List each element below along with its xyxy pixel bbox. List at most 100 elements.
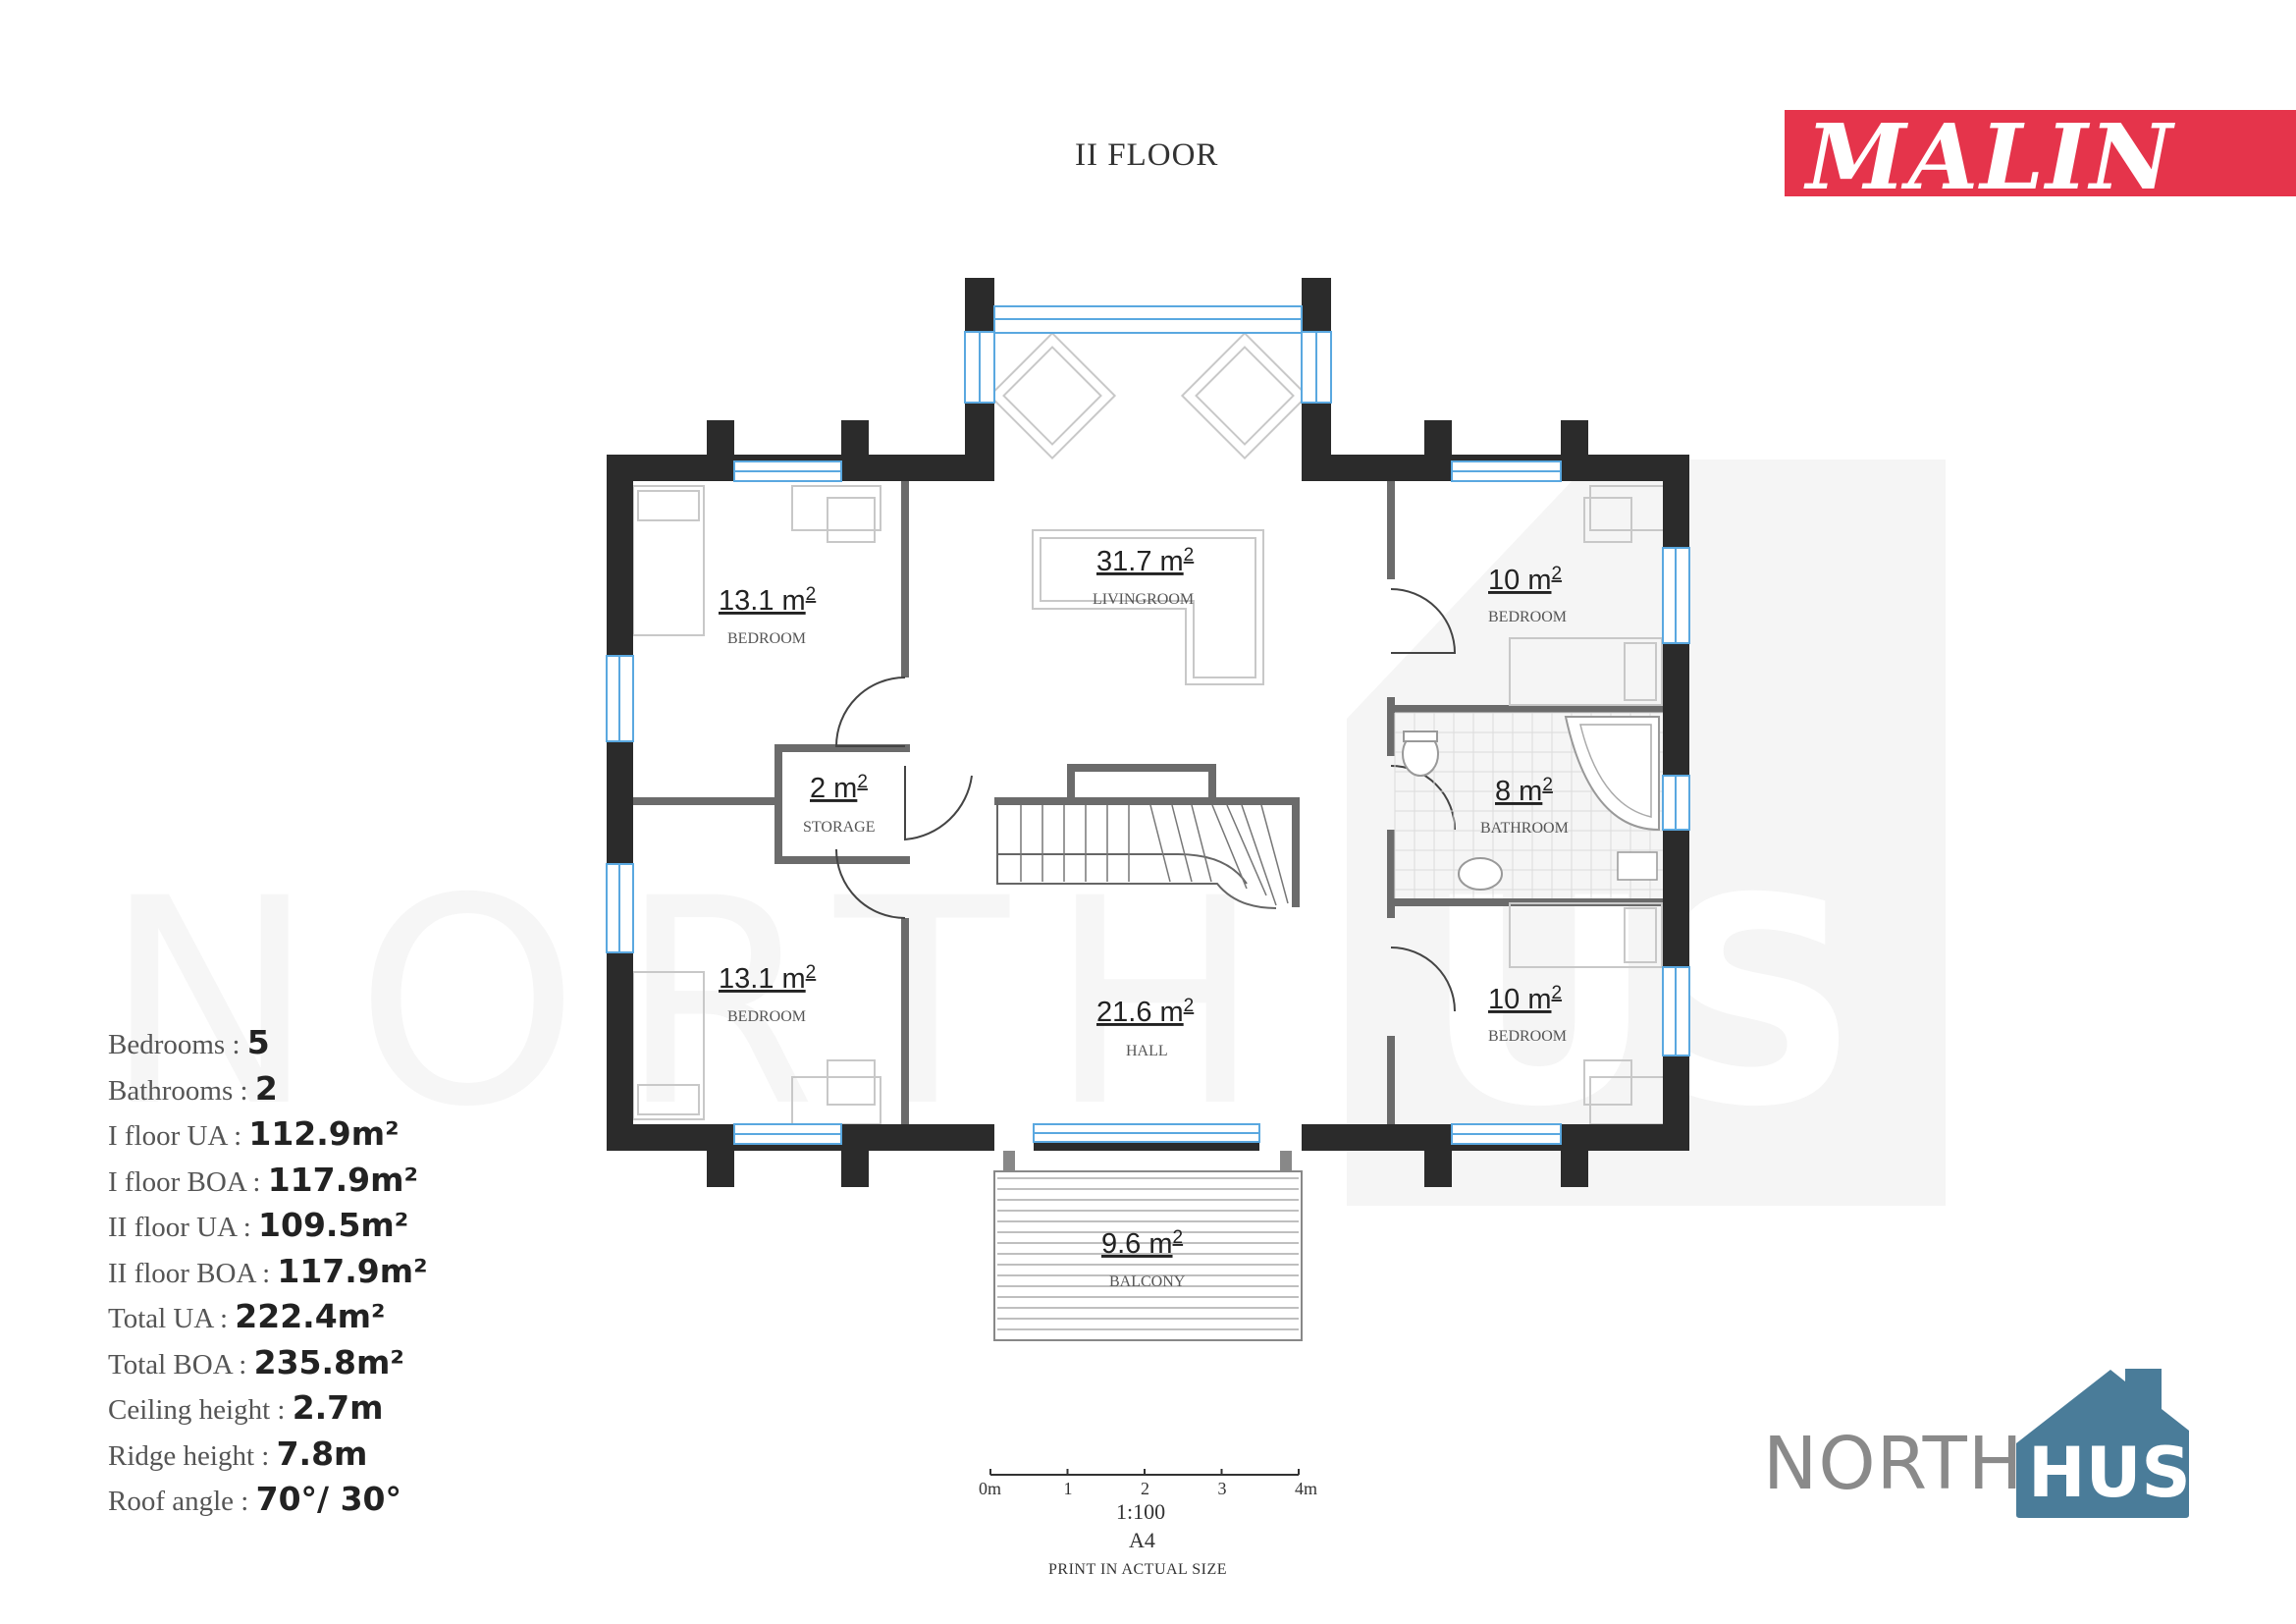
room-area: 13.1 m bbox=[719, 963, 806, 995]
room-bedroom-se: 10 m2 BEDROOM bbox=[1488, 983, 1567, 1045]
spec-value: 117.9m² bbox=[277, 1251, 428, 1290]
spec-label: Ceiling height : bbox=[108, 1394, 293, 1426]
svg-text:10 m2: 10 m2 bbox=[1488, 564, 1562, 596]
spec-value: 117.9m² bbox=[267, 1160, 418, 1199]
room-label: LIVINGROOM bbox=[1093, 591, 1194, 608]
spec-value: 7.8m bbox=[276, 1434, 368, 1473]
spec-label: Bathrooms : bbox=[108, 1074, 255, 1107]
brand-banner: MALIN bbox=[1785, 104, 2296, 210]
scale-tick-label: 4m bbox=[1295, 1479, 1317, 1498]
spec-label: Roof angle : bbox=[108, 1486, 256, 1517]
spec-row: Ceiling height : 2.7m bbox=[108, 1388, 428, 1435]
spec-row: Bedrooms : 5 bbox=[108, 1023, 428, 1069]
room-bedroom-sw: 13.1 m2 BEDROOM bbox=[719, 962, 816, 1025]
spec-label: Total UA : bbox=[108, 1303, 236, 1334]
room-balcony: 9.6 m2 BALCONY bbox=[1101, 1227, 1186, 1290]
balcony bbox=[993, 1129, 1303, 1341]
spec-row: I floor BOA : 117.9m² bbox=[108, 1161, 428, 1207]
room-bedroom-ne: 10 m2 BEDROOM bbox=[1488, 564, 1567, 625]
room-livingroom: 31.7 m2 LIVINGROOM bbox=[1093, 545, 1194, 608]
spec-value: 235.8m² bbox=[253, 1342, 404, 1381]
furniture bbox=[632, 331, 1666, 1125]
sofa bbox=[1032, 529, 1264, 685]
room-area: 9.6 m bbox=[1101, 1228, 1173, 1260]
room-bedroom-nw: 13.1 m2 BEDROOM bbox=[719, 584, 816, 647]
spec-row: Ridge height : 7.8m bbox=[108, 1435, 428, 1481]
spec-label: Total BOA : bbox=[108, 1348, 254, 1380]
room-area: 10 m bbox=[1488, 984, 1551, 1015]
room-area: 2 m bbox=[810, 773, 857, 804]
spec-value: 222.4m² bbox=[235, 1297, 386, 1335]
staircase bbox=[996, 800, 1289, 909]
svg-text:13.1 m2: 13.1 m2 bbox=[719, 584, 816, 617]
logo-north: NORTH bbox=[1763, 1422, 2024, 1506]
door-storage bbox=[904, 766, 973, 841]
room-hall: 21.6 m2 HALL bbox=[1096, 996, 1194, 1059]
svg-text:8 m2: 8 m2 bbox=[1495, 775, 1553, 807]
spec-label: Ridge height : bbox=[108, 1439, 277, 1472]
interior-walls bbox=[633, 481, 1670, 1124]
desk-nw bbox=[791, 485, 881, 531]
room-labels: 13.1 m2 BEDROOM 31.7 m2 LIVINGROOM 10 m2… bbox=[719, 545, 1569, 1290]
spec-label: I floor BOA : bbox=[108, 1165, 268, 1198]
svg-text:10 m2: 10 m2 bbox=[1488, 983, 1562, 1015]
logo-hus: HUS bbox=[2028, 1433, 2191, 1513]
watermark-text-hus: US bbox=[1423, 839, 1859, 1169]
bathroom-sink bbox=[1458, 857, 1503, 891]
room-area: 21.6 m bbox=[1096, 997, 1184, 1028]
room-label: BEDROOM bbox=[1488, 1028, 1567, 1045]
room-label: BEDROOM bbox=[727, 1008, 806, 1025]
door-bedroom-sw bbox=[835, 848, 906, 919]
floor-title: II FLOOR bbox=[1075, 137, 1219, 173]
spec-label: II floor UA : bbox=[108, 1212, 259, 1243]
armchair-left bbox=[988, 331, 1117, 460]
spec-row: II floor BOA : 117.9m² bbox=[108, 1252, 428, 1298]
scale-ratio: 1:100 bbox=[1116, 1499, 1166, 1524]
scale-paper: A4 bbox=[1129, 1528, 1155, 1552]
scale-note: PRINT IN ACTUAL SIZE bbox=[1048, 1561, 1227, 1578]
room-label: STORAGE bbox=[803, 819, 876, 836]
doors bbox=[834, 588, 1457, 1012]
exterior-walls bbox=[607, 278, 1689, 1187]
door-bedroom-se bbox=[1390, 947, 1456, 1012]
room-storage: 2 m2 STORAGE bbox=[803, 772, 876, 836]
windows bbox=[606, 305, 1690, 1145]
spec-row: Total UA : 222.4m² bbox=[108, 1297, 428, 1343]
spec-value: 5 bbox=[246, 1023, 270, 1061]
room-label: BATHROOM bbox=[1480, 820, 1569, 837]
spec-value: 70°/ 30° bbox=[255, 1480, 401, 1518]
room-area: 10 m bbox=[1488, 565, 1551, 596]
room-label: BALCONY bbox=[1109, 1273, 1186, 1290]
spec-row: Bathrooms : 2 bbox=[108, 1069, 428, 1115]
bathroom-fixtures bbox=[1394, 712, 1663, 898]
room-label: HALL bbox=[1126, 1043, 1168, 1059]
svg-text:21.6 m2: 21.6 m2 bbox=[1096, 996, 1194, 1028]
spec-label: I floor UA : bbox=[108, 1120, 249, 1152]
room-label: BEDROOM bbox=[727, 630, 806, 647]
house-icon bbox=[2016, 1369, 2189, 1518]
scale-tick-label: 1 bbox=[1064, 1479, 1073, 1498]
svg-text:31.7 m2: 31.7 m2 bbox=[1096, 545, 1194, 577]
door-bedroom-ne bbox=[1390, 588, 1457, 654]
northhus-logo: HUS bbox=[2016, 1369, 2191, 1518]
svg-text:2 m2: 2 m2 bbox=[810, 772, 868, 804]
spec-label: Bedrooms : bbox=[108, 1029, 247, 1060]
spec-value: 112.9m² bbox=[248, 1114, 400, 1153]
spec-row: Roof angle : 70°/ 30° bbox=[108, 1480, 428, 1526]
armchair-right bbox=[1180, 331, 1309, 460]
corner-bathtub bbox=[1564, 716, 1660, 832]
spec-row: II floor UA : 109.5m² bbox=[108, 1206, 428, 1252]
spec-row: I floor UA : 112.9m² bbox=[108, 1114, 428, 1161]
svg-text:13.1 m2: 13.1 m2 bbox=[719, 962, 816, 995]
spec-value: 2.7m bbox=[292, 1388, 384, 1427]
room-label: BEDROOM bbox=[1488, 609, 1567, 625]
scale-tick-label: 2 bbox=[1141, 1479, 1149, 1498]
bed-nw bbox=[632, 485, 705, 636]
spec-value: 109.5m² bbox=[258, 1206, 409, 1244]
scale-tick-label: 3 bbox=[1218, 1479, 1227, 1498]
spec-label: II floor BOA : bbox=[108, 1257, 278, 1289]
brand-name: MALIN bbox=[1806, 104, 2175, 210]
spec-row: Total BOA : 235.8m² bbox=[108, 1343, 428, 1389]
